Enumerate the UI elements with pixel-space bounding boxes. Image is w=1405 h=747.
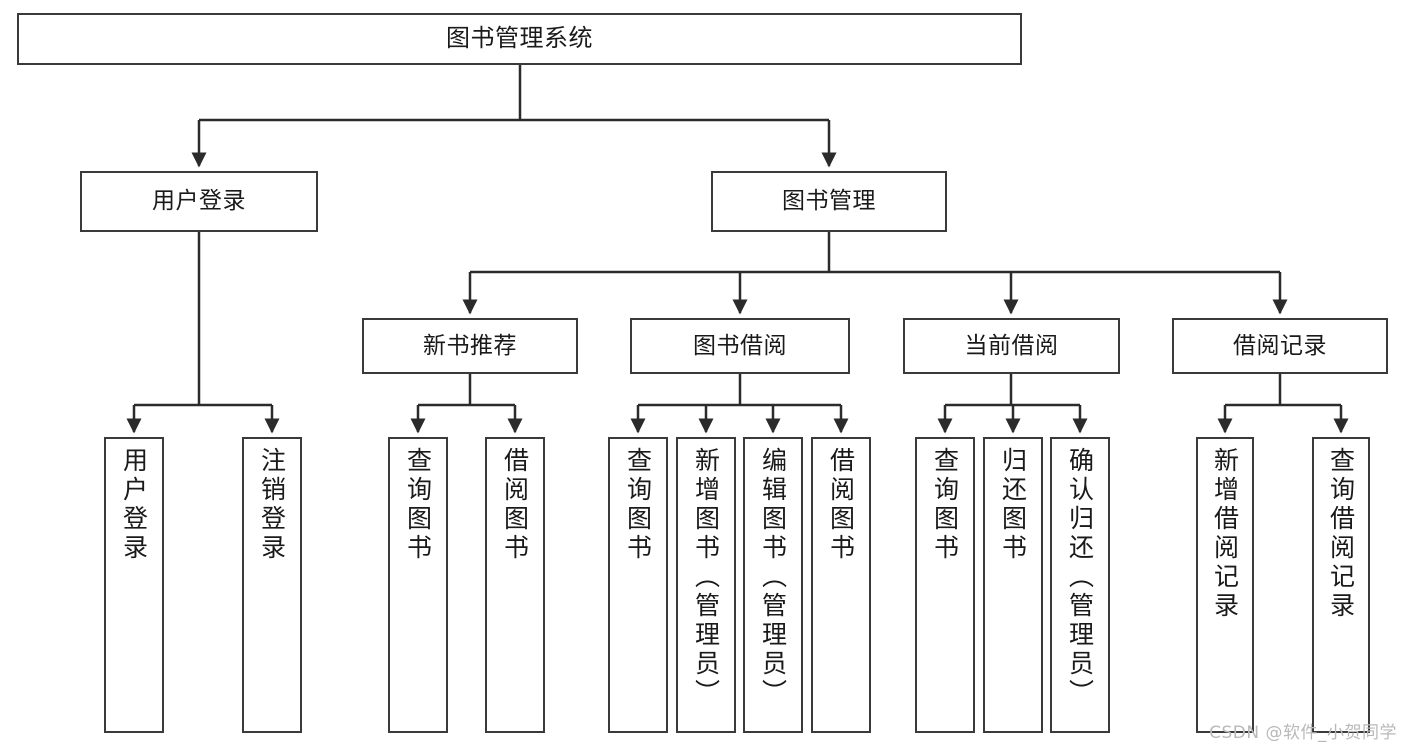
node-label: 新增借阅记录 <box>1210 447 1240 621</box>
node-label: 图书管理 <box>782 188 876 215</box>
node-borrow-record[interactable]: 借阅记录 <box>1172 318 1388 374</box>
node-leaf-add-record[interactable]: 新增借阅记录 <box>1196 437 1254 733</box>
node-leaf-return-book[interactable]: 归还图书 <box>983 437 1043 733</box>
node-root-book-management-system[interactable]: 图书管理系统 <box>17 13 1022 65</box>
node-current-borrow[interactable]: 当前借阅 <box>903 318 1120 374</box>
node-label: 用户登录 <box>119 447 149 563</box>
node-label: 借阅图书 <box>500 447 530 563</box>
node-label: 新增图书（管理员） <box>691 447 721 708</box>
node-label: 查询图书 <box>623 447 653 563</box>
node-leaf-confirm-return[interactable]: 确认归还（管理员） <box>1050 437 1110 733</box>
node-leaf-user-logout[interactable]: 注销登录 <box>242 437 302 733</box>
node-label: 新书推荐 <box>423 332 517 359</box>
node-label: 注销登录 <box>257 447 287 563</box>
node-book-manage[interactable]: 图书管理 <box>711 171 947 232</box>
node-label: 查询借阅记录 <box>1326 447 1356 621</box>
node-label: 图书管理系统 <box>446 24 593 53</box>
node-leaf-query-book-2[interactable]: 查询图书 <box>608 437 668 733</box>
node-label: 归还图书 <box>998 447 1028 563</box>
node-label: 借阅图书 <box>826 447 856 563</box>
node-label: 当前借阅 <box>964 332 1059 359</box>
node-leaf-user-login[interactable]: 用户登录 <box>104 437 164 733</box>
node-leaf-borrow-book-1[interactable]: 借阅图书 <box>485 437 545 733</box>
node-leaf-add-book[interactable]: 新增图书（管理员） <box>676 437 736 733</box>
node-label: 编辑图书（管理员） <box>758 447 788 708</box>
node-leaf-query-book-1[interactable]: 查询图书 <box>388 437 448 733</box>
node-label: 查询图书 <box>403 447 433 563</box>
node-label: 图书借阅 <box>693 332 787 359</box>
node-label: 查询图书 <box>930 447 960 563</box>
node-label: 用户登录 <box>152 188 246 215</box>
node-label: 借阅记录 <box>1233 332 1327 359</box>
node-leaf-borrow-book-2[interactable]: 借阅图书 <box>811 437 871 733</box>
node-book-borrow[interactable]: 图书借阅 <box>630 318 850 374</box>
node-leaf-edit-book[interactable]: 编辑图书（管理员） <box>743 437 803 733</box>
node-new-book-recommend[interactable]: 新书推荐 <box>362 318 578 374</box>
node-leaf-query-book-3[interactable]: 查询图书 <box>915 437 975 733</box>
node-user-login[interactable]: 用户登录 <box>80 171 318 232</box>
node-label: 确认归还（管理员） <box>1065 447 1095 708</box>
node-leaf-query-record[interactable]: 查询借阅记录 <box>1312 437 1370 733</box>
